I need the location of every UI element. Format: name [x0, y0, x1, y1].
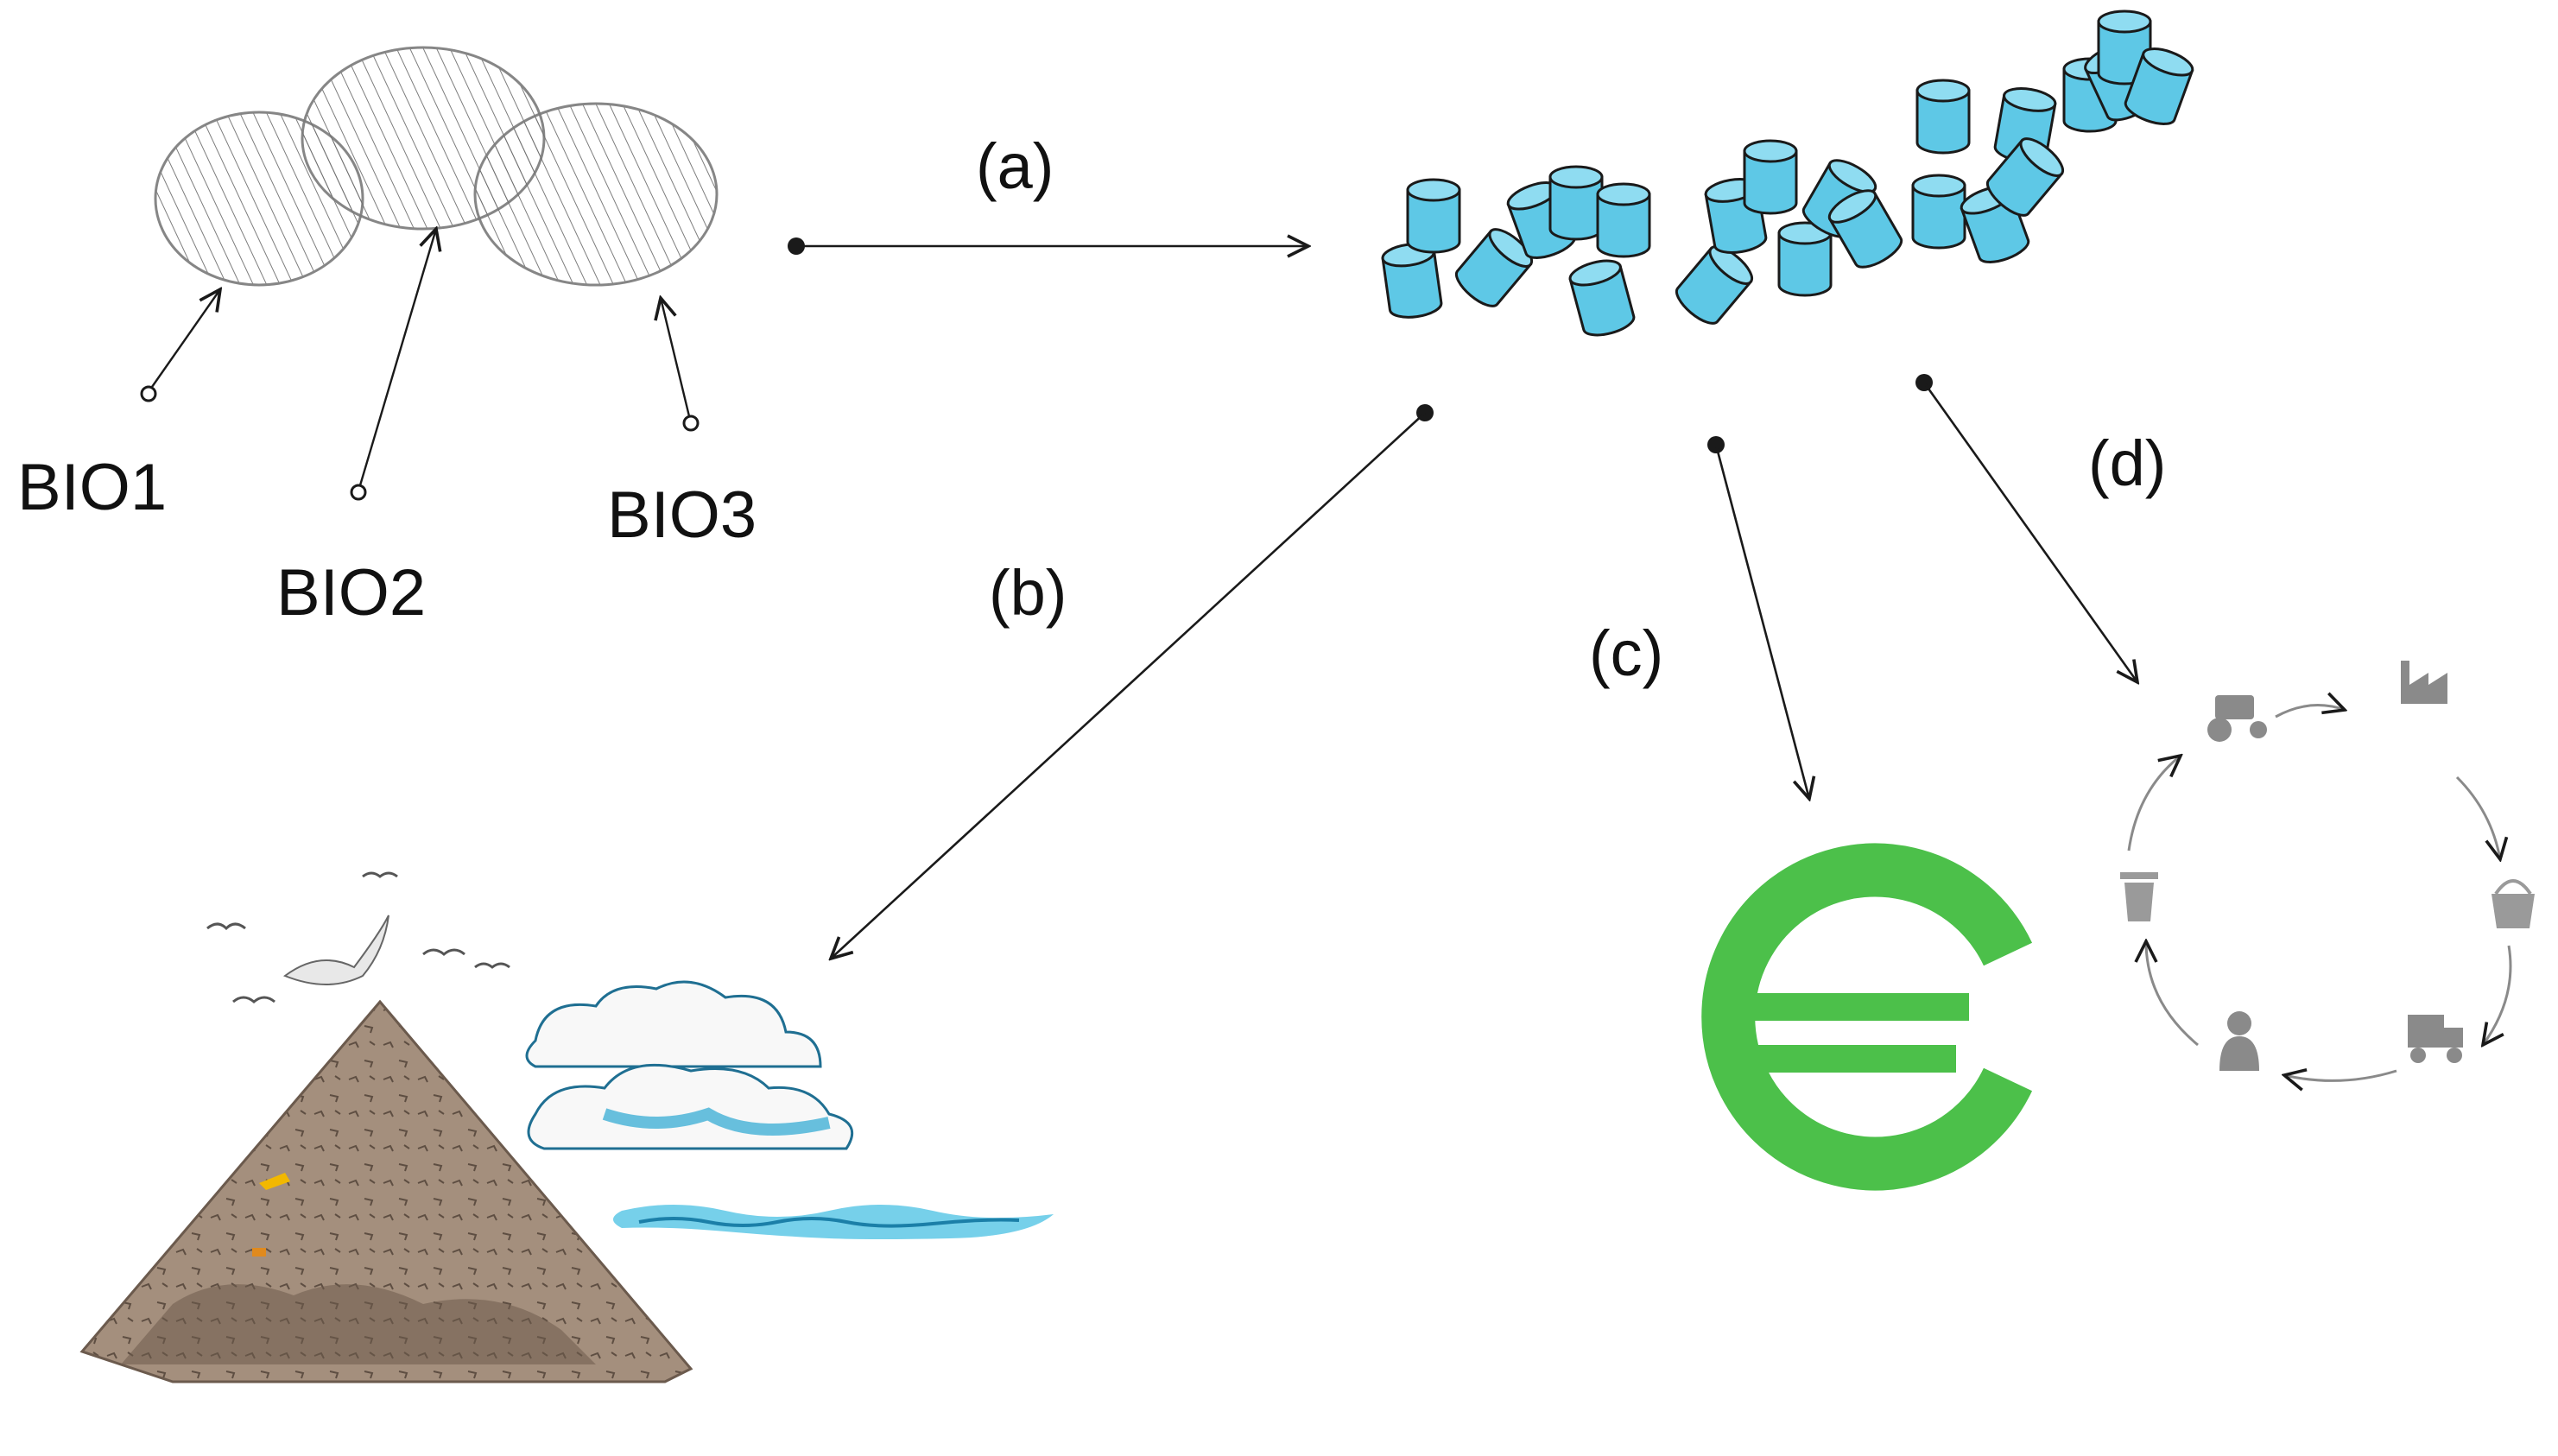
- pellet: [1915, 79, 1971, 155]
- label-d: (d): [2088, 427, 2166, 499]
- pellet: [1675, 245, 1754, 325]
- pellet: [1743, 139, 1798, 215]
- bio2-label: BIO2: [276, 556, 426, 630]
- pellet: [1406, 178, 1461, 254]
- tractor-icon: [2207, 695, 2267, 742]
- pellet: [1777, 221, 1833, 297]
- arrow-d: [1915, 374, 2137, 682]
- pellet: [1596, 182, 1651, 258]
- bio3-label: BIO3: [607, 478, 757, 552]
- pellet: [2124, 47, 2194, 125]
- arrow-c: [1707, 436, 1809, 799]
- landfill-ocean-icon: [79, 871, 1054, 1383]
- pellet: [1911, 174, 1966, 250]
- label-a: (a): [976, 130, 1054, 202]
- fiber-bundles-icon: [154, 46, 719, 287]
- person-icon: [2219, 1011, 2259, 1071]
- arrow-b: [831, 404, 1434, 959]
- basket-icon: [2492, 879, 2535, 928]
- pellet: [1568, 259, 1636, 337]
- bio3-pointer: [661, 298, 700, 432]
- pellet: [1548, 165, 1604, 241]
- truck-icon: [2408, 1015, 2463, 1063]
- pellets-icon: [1381, 9, 2194, 337]
- bio1-pointer: [140, 289, 220, 402]
- pellet: [1985, 137, 2065, 217]
- bio2-pointer: [350, 229, 436, 501]
- bio1-label: BIO1: [17, 451, 167, 524]
- label-b: (b): [989, 557, 1067, 629]
- arrow-a: [788, 237, 1308, 255]
- label-c: (c): [1589, 617, 1663, 689]
- euro-icon: [1701, 843, 2033, 1191]
- trash-bin-icon: [2120, 872, 2158, 921]
- pellet: [1827, 189, 1903, 269]
- factory-icon: [2401, 661, 2447, 704]
- pellet: [2097, 9, 2152, 85]
- recycle-cycle-icon: [2120, 661, 2535, 1080]
- pellet: [1454, 228, 1534, 307]
